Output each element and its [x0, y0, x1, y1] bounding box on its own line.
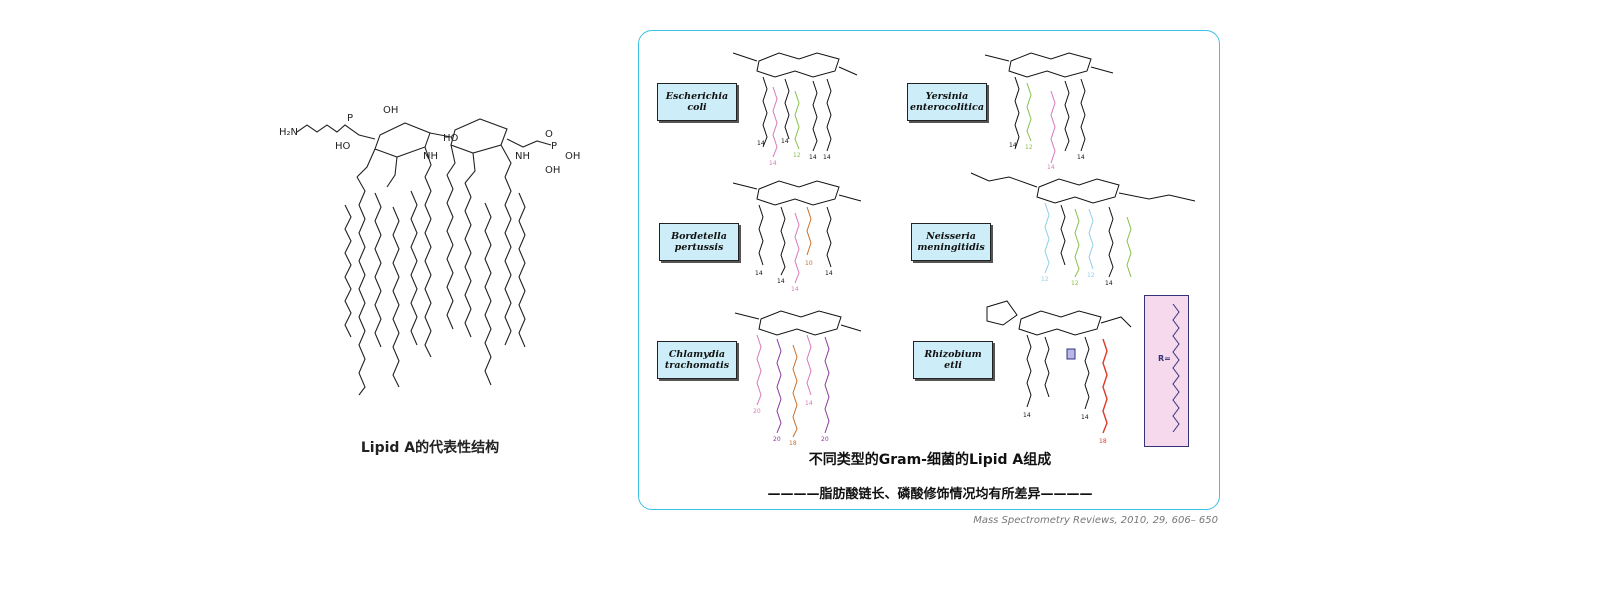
fatty-chain-9 — [484, 202, 492, 386]
structure-neisseria-meningitidis: 12 12 12 14 — [970, 172, 1196, 287]
chain-label: 20 — [821, 436, 829, 443]
label-neisseria-meningitidis: Neisseria meningitidis — [911, 223, 991, 261]
chain-label: 14 — [1047, 164, 1055, 169]
structure-chlamydia-trachomatis: 20 20 18 14 20 — [734, 310, 862, 447]
chain-label: 14 — [757, 140, 765, 147]
chain-label: 14 — [809, 154, 817, 161]
chain-label: 14 — [823, 154, 831, 161]
chain-label: 12 — [1025, 144, 1033, 151]
fatty-chain-10 — [504, 176, 512, 346]
label-ho-left: HO — [335, 141, 351, 152]
chain-label: 10 — [805, 260, 813, 267]
fatty-chain-3 — [374, 192, 382, 348]
label-oh-top: OH — [383, 105, 398, 116]
chain-label: 14 — [1077, 154, 1085, 161]
label-escherichia-coli: Escherichia coli — [657, 83, 737, 121]
chain-label: 14 — [1023, 412, 1031, 419]
fatty-chain-6 — [424, 176, 432, 358]
label-amine: H₂N — [279, 127, 298, 138]
chain-label: 12 — [1071, 280, 1079, 287]
citation: Mass Spectrometry Reviews, 2010, 29, 606… — [973, 515, 1218, 526]
chain-label: 14 — [805, 400, 813, 407]
chain-label: 14 — [769, 160, 777, 167]
phosphate-arm-right — [506, 138, 552, 148]
lipid-a-structure: H₂N P OH HO HO NH NH P OH OH O — [279, 105, 580, 396]
fatty-chain-4 — [392, 206, 400, 388]
fatty-chain-5 — [410, 190, 418, 346]
sugar-ring-left — [374, 122, 431, 158]
chain-label: 14 — [1081, 414, 1089, 421]
glycosidic-bond — [429, 132, 452, 138]
label-chlamydia-trachomatis: Chlamydia trachomatis — [657, 341, 737, 379]
ethanolamine-arm — [296, 124, 376, 140]
fatty-chain-1 — [344, 204, 352, 338]
label-oxygen: O — [545, 129, 553, 140]
label-rhizobium-etli: Rhizobium etli — [913, 341, 993, 379]
chain-label: 14 — [777, 278, 785, 285]
chain-label: 18 — [789, 440, 797, 447]
chain-label: 14 — [1105, 280, 1113, 287]
branches — [356, 144, 512, 188]
chain-label: 14 — [791, 286, 799, 291]
label-bordetella-pertussis: Bordetella pertussis — [659, 223, 739, 261]
sugar-ring-right — [450, 118, 508, 154]
fatty-chain-8 — [464, 182, 472, 338]
structure-yersinia-enterocolitica: 14 12 14 14 — [984, 52, 1114, 169]
label-phosphorus-left: P — [347, 113, 353, 124]
label-phosphorus-right: P — [551, 141, 557, 152]
chain-label: 18 — [1099, 438, 1107, 445]
chain-label: 12 — [793, 152, 801, 159]
structure-bordetella-pertussis: 14 14 10 14 14 — [732, 180, 862, 291]
r-group-chain — [1172, 303, 1180, 433]
chain-label: 14 — [1009, 142, 1017, 149]
label-yersinia-enterocolitica: Yersinia enterocolitica — [907, 83, 987, 121]
panel-subtitle: ————脂肪酸链长、磷酸修饰情况均有所差异———— — [767, 487, 1093, 502]
chain-label: 14 — [781, 138, 789, 145]
fatty-chain-2 — [356, 176, 366, 396]
fatty-chain-7 — [446, 174, 454, 330]
structure-escherichia-coli: 14 14 14 14 12 14 — [732, 52, 858, 167]
panel-title: 不同类型的Gram-细菌的Lipid A组成 — [808, 452, 1052, 468]
r-group-box: R= — [1144, 295, 1189, 447]
label-oh-right1: OH — [565, 151, 580, 162]
label-oh-right2: OH — [545, 165, 560, 176]
chain-label: 20 — [753, 408, 761, 415]
chain-label: 14 — [825, 270, 833, 277]
label-nh-left: NH — [423, 151, 438, 162]
structure-rhizobium-etli: 14 14 18 — [986, 300, 1132, 445]
fatty-chain-11 — [518, 192, 526, 348]
chain-label: 12 — [1041, 276, 1049, 283]
label-nh-right: NH — [515, 151, 530, 162]
chain-label: 20 — [773, 436, 781, 443]
chain-label: 12 — [1087, 272, 1095, 279]
label-ho-mid: HO — [443, 133, 459, 144]
left-caption: Lipid A的代表性结构 — [360, 440, 500, 456]
r-group-label: R= — [1158, 354, 1171, 363]
chain-label: 14 — [755, 270, 763, 277]
bacteria-panel: Escherichia coli Yersinia enterocolitica… — [638, 30, 1220, 510]
